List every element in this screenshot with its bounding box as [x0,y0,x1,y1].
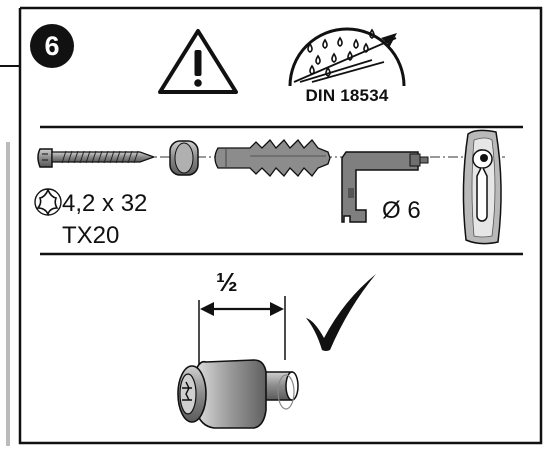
wall-plug [214,139,331,177]
step-number-badge: 6 [30,24,74,68]
spacer [169,140,199,176]
screw [37,148,156,168]
drill-diameter-label: Ø 6 [382,197,421,224]
drive-type-label: TX20 [62,222,120,249]
screw-size-label: 4,2 x 32 [62,190,148,217]
wall-keyhole [462,129,502,245]
water-splash-icon [288,27,406,87]
frame-border [18,6,543,445]
torx-icon-outline [34,188,62,216]
din-norm-label: DIN 18534 [305,86,389,105]
checkmark-icon [306,274,376,351]
gap-fraction-label: ½ [216,267,238,297]
drill-bit [341,151,429,223]
warning-icon [158,29,238,94]
assembled-fixing [177,359,299,429]
torx-icon [36,187,59,217]
